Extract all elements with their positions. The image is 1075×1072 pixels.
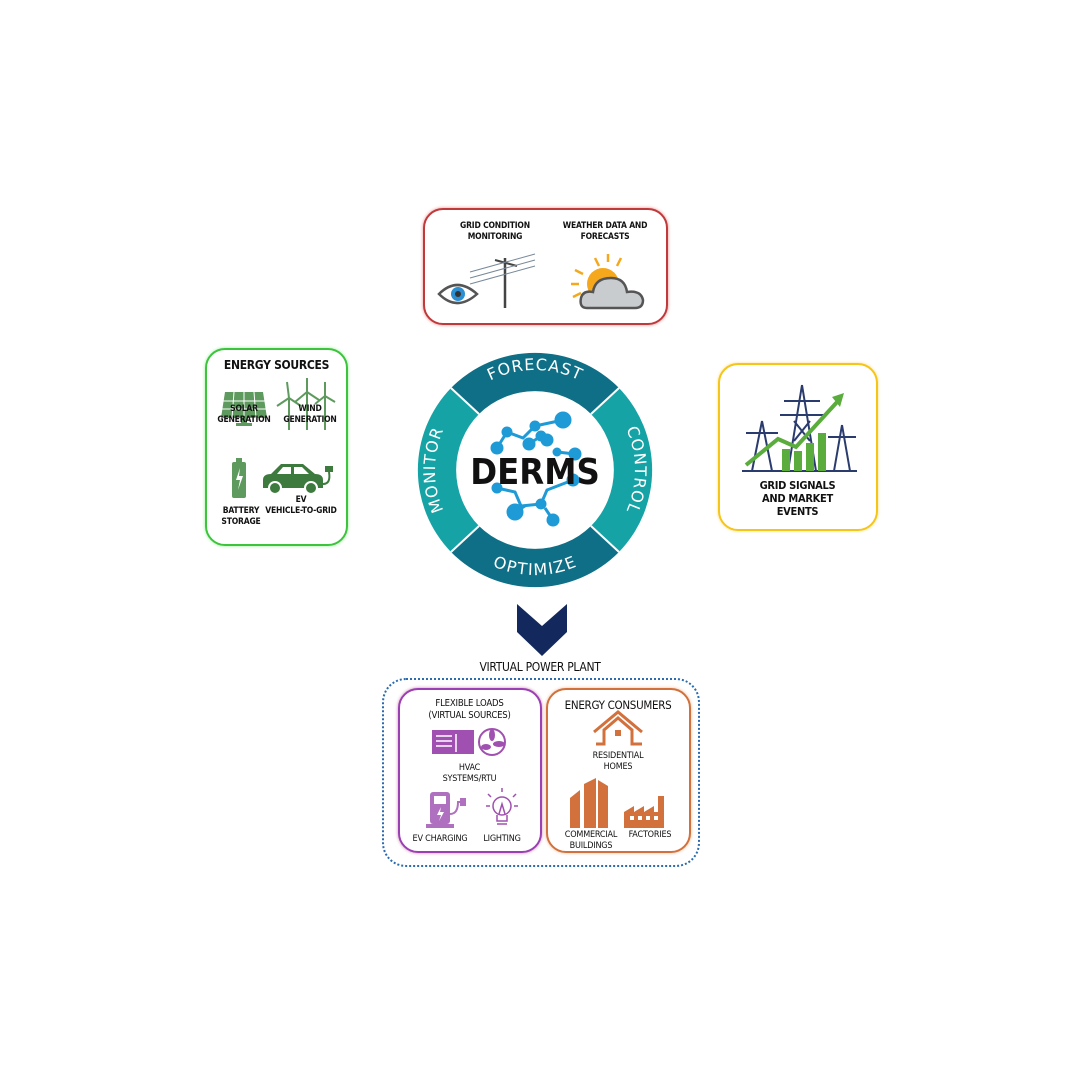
flexible-loads-title: FLEXIBLE LOADS(VIRTUAL SOURCES)	[428, 698, 511, 721]
energy-consumers-title: ENERGY CONSUMERS	[564, 698, 672, 712]
derms-cycle: FORECAST CONTROL OPTIMIZE MONITOR DERMS	[417, 352, 653, 588]
factory-icon	[624, 796, 664, 828]
light-bulb-icon	[486, 788, 518, 825]
energy-sources-title: ENERGY SOURCES	[223, 358, 330, 372]
lighting-label: LIGHTING	[483, 834, 521, 844]
chevron-down-icon	[517, 604, 567, 656]
control-segment[interactable]	[591, 388, 653, 552]
commercial-buildings-icon	[570, 778, 608, 828]
monitor-segment[interactable]	[417, 388, 479, 552]
solar-panel-icon	[221, 391, 267, 426]
vpp-title: VIRTUAL POWER PLANT	[479, 660, 601, 674]
sun-cloud-icon	[571, 254, 645, 310]
vpp-container	[382, 678, 700, 867]
hvac-unit-icon	[432, 728, 506, 756]
transmission-tower-chart-icon	[742, 384, 857, 472]
derms-title: DERMS	[470, 452, 600, 493]
factories-label: FACTORIES	[628, 830, 672, 840]
optimize-segment[interactable]	[451, 526, 619, 588]
wind-turbine-icon	[276, 378, 336, 430]
cycle-ring	[417, 352, 653, 588]
ev-charging-label: EV CHARGING	[412, 834, 468, 844]
forecast-segment[interactable]	[451, 352, 619, 414]
eye-power-pole-icon	[437, 253, 536, 308]
electric-car-icon	[263, 464, 333, 495]
ev-charger-icon	[426, 792, 466, 828]
network-nodes-icon	[490, 411, 582, 527]
house-icon	[593, 710, 643, 746]
battery-icon	[232, 458, 246, 498]
